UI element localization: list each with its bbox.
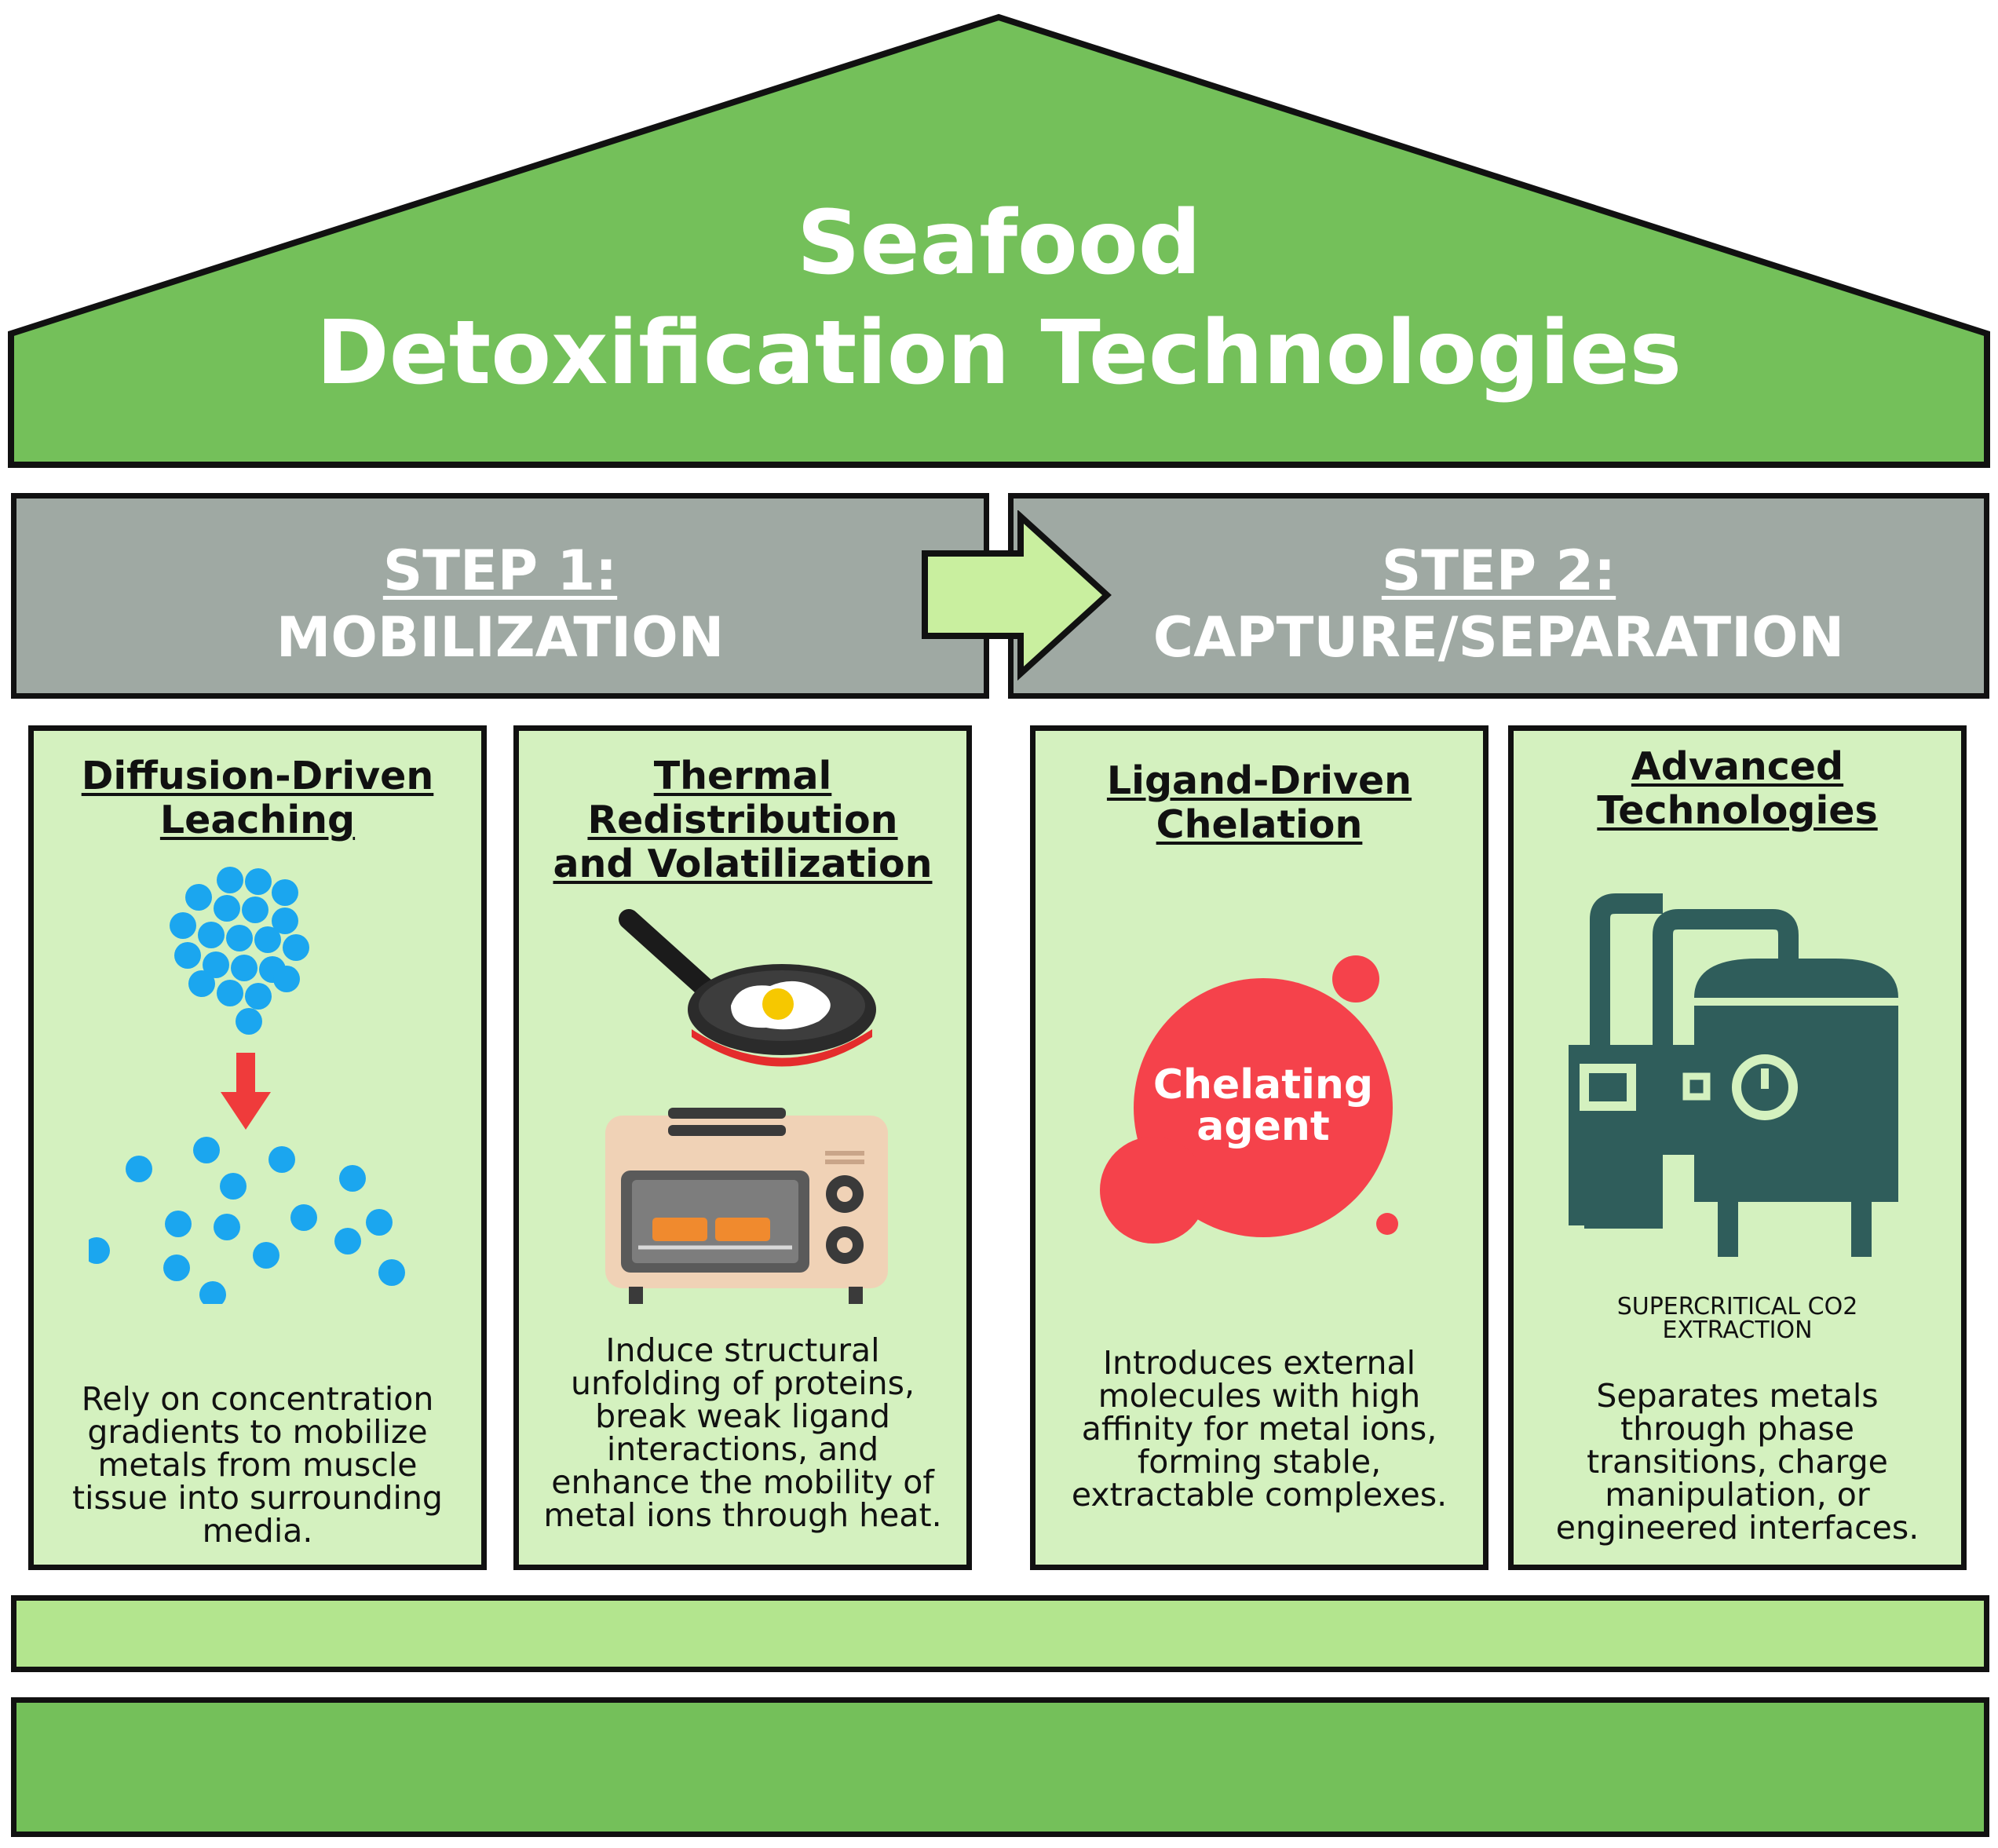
card-2-title-line-3: and Volatilization [553, 842, 933, 886]
particles-diffusion-icon [89, 867, 405, 1304]
card-2-title-line-2: Redistribution [587, 798, 898, 842]
card-2-description-line-2: unfolding of proteins, [570, 1364, 915, 1402]
card-3-title-line-2: Chelation [1156, 802, 1363, 847]
card-1-description-line-3: metals from muscle [97, 1446, 418, 1484]
card-4-title-line-1: Advanced [1631, 744, 1844, 789]
card-advanced-technologies: Advanced Technologies SUPERCRITICAL CO2 … [1508, 725, 1967, 1570]
main-title-line-2: Detoxification Technologies [316, 302, 1682, 404]
frying-pan-icon [619, 909, 876, 1067]
chelating-agent-label-line-1: Chelating [1152, 1061, 1374, 1108]
step-1-band: STEP 1: MOBILIZATION [11, 493, 989, 699]
card-2-description-line-6: metal ions through heat. [543, 1496, 942, 1534]
roof [8, 13, 1990, 468]
card-4-description-line-2: through phase [1620, 1410, 1854, 1448]
card-diffusion-leaching: Diffusion-Driven Leaching Rely on concen… [28, 725, 487, 1570]
card-2-description-line-1: Induce structural [605, 1331, 880, 1369]
foundation-bar-top [11, 1595, 1989, 1672]
card-1-description-line-2: gradients to mobilize [87, 1413, 428, 1451]
card-ligand-chelation: Ligand-Driven Chelation Chelating agent … [1030, 725, 1488, 1570]
step-1-number: STEP 1: [382, 539, 618, 603]
card-1-description-line-1: Rely on concentration [81, 1380, 434, 1418]
card-4-caption-line-1: SUPERCRITICAL CO2 [1616, 1293, 1858, 1320]
card-2-description-line-4: interactions, and [606, 1430, 879, 1468]
step-2-number: STEP 2: [1381, 539, 1616, 603]
card-3-description-line-2: molecules with high [1098, 1377, 1421, 1415]
card-3-title-line-1: Ligand-Driven [1106, 758, 1412, 803]
card-2-title-line-1: Thermal [653, 754, 832, 798]
card-4-description-line-3: transitions, charge [1587, 1443, 1888, 1481]
foundation-bar-bottom [11, 1697, 1989, 1837]
card-3-description-line-1: Introduces external [1102, 1344, 1416, 1382]
main-title-line-1: Seafood [797, 192, 1201, 294]
toaster-oven-icon [605, 1108, 888, 1304]
card-2-description-line-3: break weak ligand [595, 1397, 890, 1435]
chelating-agent-label-line-2: agent [1196, 1103, 1330, 1150]
card-thermal-redistribution: Thermal Redistribution and Volatilizatio… [513, 725, 972, 1570]
card-1-title-line-1: Diffusion-Driven [81, 754, 434, 798]
card-1-description-line-4: tissue into surrounding [72, 1479, 443, 1517]
step-2-band: STEP 2: CAPTURE/SEPARATION [1008, 493, 1989, 699]
card-4-description-line-5: engineered interfaces. [1555, 1509, 1919, 1547]
extraction-machine-icon [1569, 893, 1906, 1257]
card-3-description-line-4: forming stable, [1137, 1443, 1382, 1481]
card-4-description-line-1: Separates metals [1596, 1377, 1879, 1415]
step-2-name: CAPTURE/SEPARATION [1152, 605, 1845, 670]
card-1-title-line-2: Leaching [159, 798, 356, 842]
card-2-description-line-5: enhance the mobility of [551, 1463, 934, 1501]
step-1-name: MOBILIZATION [276, 605, 725, 670]
chelating-agent-bubble-icon: Chelating agent [1090, 951, 1436, 1265]
right-arrow-icon [922, 510, 1112, 681]
card-3-description-line-3: affinity for metal ions, [1081, 1410, 1437, 1448]
card-1-description-line-5: media. [202, 1512, 313, 1550]
card-4-title-line-2: Technologies [1597, 788, 1878, 833]
card-4-description-line-4: manipulation, or [1605, 1476, 1870, 1514]
card-3-description-line-5: extractable complexes. [1071, 1476, 1448, 1514]
card-4-caption-line-2: EXTRACTION [1662, 1317, 1813, 1344]
